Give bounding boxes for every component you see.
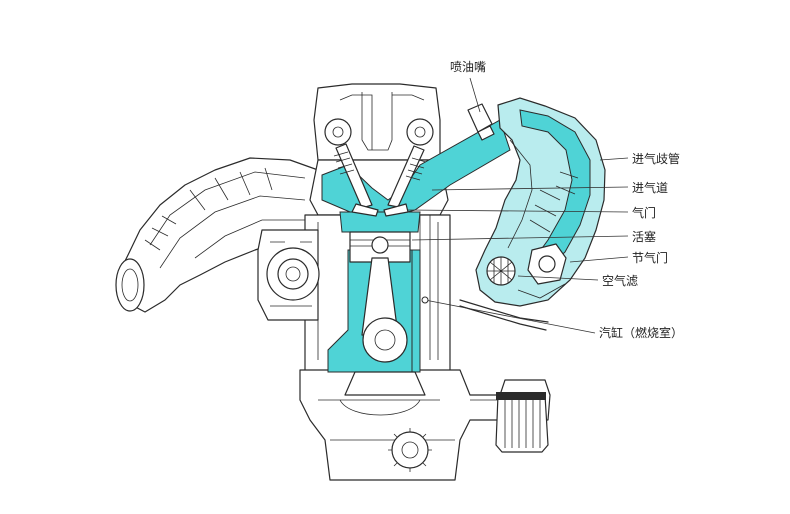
label-intake-manifold: 进气歧管	[632, 152, 681, 166]
label-fuel-injector: 喷油嘴	[450, 60, 487, 74]
leader-lines	[407, 77, 629, 334]
exhaust-manifold	[115, 157, 319, 313]
leader-intake-port	[431, 186, 629, 191]
leader-valve	[407, 209, 629, 213]
label-cylinder: 汽缸（燃烧室）	[599, 326, 684, 340]
leader-cylinder	[424, 299, 596, 334]
label-throttle: 节气门	[632, 251, 669, 265]
label-valve: 气门	[632, 206, 657, 220]
leader-air-filter	[517, 275, 599, 281]
leader-fuel-injector	[469, 77, 481, 113]
label-piston: 活塞	[632, 230, 657, 244]
leader-piston	[411, 235, 629, 241]
fuel-injector	[467, 103, 495, 141]
label-air-filter: 空气滤	[602, 274, 639, 288]
label-intake-port: 进气道	[632, 181, 669, 195]
leader-throttle	[569, 256, 629, 263]
leader-intake-manifold	[599, 157, 629, 161]
intake-manifold-assembly	[475, 97, 606, 307]
leader-cylinder-dot	[421, 296, 429, 304]
intake-path-highlight	[321, 119, 511, 396]
